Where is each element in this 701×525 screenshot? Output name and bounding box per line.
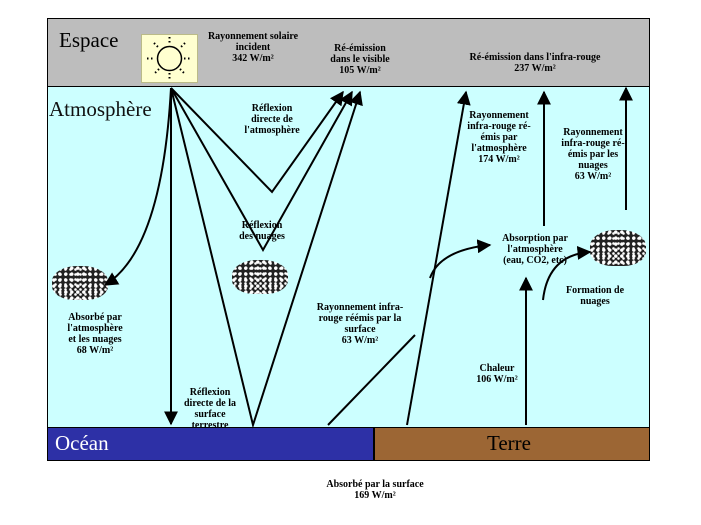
ir-reemitted-surface-label: Rayonnement infra- rouge réémis par la s… <box>300 302 420 346</box>
arrow-to-absorption <box>429 239 492 279</box>
heat-value: 106 W/m² <box>476 374 518 385</box>
atmosphere-zone <box>47 87 650 427</box>
solar-incident-value: 342 W/m² <box>232 53 274 64</box>
arrow-absorbed-atmo <box>103 87 172 286</box>
land-label: Terre <box>487 431 531 455</box>
arrow-ir-surface <box>327 334 416 426</box>
reemission-visible-label: Ré-émission dans le visible 105 W/m² <box>320 43 400 76</box>
arrow-reflection-surface <box>170 87 363 429</box>
cloud-icon <box>590 230 646 266</box>
reflection-clouds-label: Réflexion des nuages <box>239 220 285 242</box>
arrow-reflection-atmo <box>170 87 344 194</box>
reflection-surface-label: Réflexion directe de la surface terrestr… <box>183 387 237 431</box>
land-zone <box>374 427 650 461</box>
ir-reemitted-atmo-value: 174 W/m² <box>478 154 520 165</box>
heat-label: Chaleur 106 W/m² <box>462 363 532 385</box>
ir-reemitted-atmo-label: Rayonnement infra-rouge ré- émis par l'a… <box>454 110 544 165</box>
sun-icon <box>141 34 198 83</box>
cloud-icon <box>232 260 288 294</box>
cloud-icon <box>52 266 108 300</box>
absorbed-atmo-clouds-value: 68 W/m² <box>76 345 114 356</box>
ocean-label: Océan <box>55 431 109 455</box>
absorbed-surface-label: Absorbé par la surface 169 W/m² <box>305 479 445 501</box>
ir-reemitted-surface-value: 63 W/m² <box>341 335 379 346</box>
absorption-atmo-label: Absorption par l'atmosphère (eau, CO2, e… <box>502 233 568 266</box>
space-label: Espace <box>59 28 119 52</box>
absorbed-atmo-clouds-label: Absorbé par l'atmosphère et les nuages 6… <box>50 312 140 356</box>
arrow-ir-surface-window <box>406 90 471 426</box>
ocean-zone <box>47 427 374 461</box>
reemission-ir-label: Ré-émission dans l'infra-rouge 237 W/m² <box>450 52 620 74</box>
cloud-formation-label: Formation de nuages <box>565 285 625 307</box>
arrow-reflection-clouds <box>170 87 353 253</box>
reemission-ir-value: 237 W/m² <box>514 63 556 74</box>
reflection-atmo-label: Réflexion directe de l'atmosphère <box>244 103 300 136</box>
atmosphere-label: Atmosphère <box>49 97 152 121</box>
reemission-visible-value: 105 W/m² <box>339 65 381 76</box>
arrow-cloud-formation <box>542 245 592 301</box>
ir-reemitted-clouds-value: 63 W/m² <box>574 171 612 182</box>
solar-incident-label: Rayonnement solaire incident 342 W/m² <box>198 31 308 64</box>
ir-reemitted-clouds-label: Rayonnement infra-rouge ré- émis par les… <box>548 127 638 182</box>
absorbed-surface-value: 169 W/m² <box>354 490 396 501</box>
